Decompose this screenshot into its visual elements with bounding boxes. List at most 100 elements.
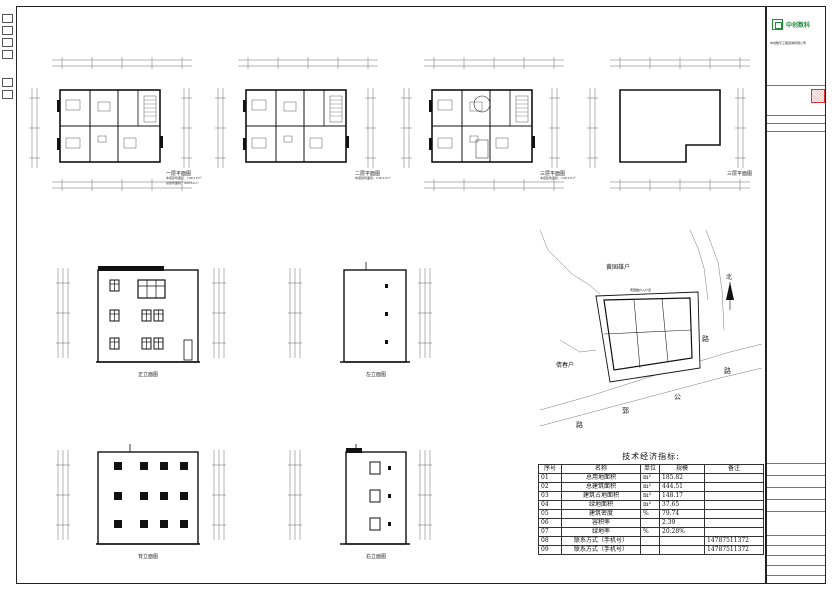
col-name: 名称 bbox=[561, 464, 641, 474]
tb-row bbox=[767, 535, 825, 545]
company-logo: 中创数科 bbox=[772, 15, 822, 37]
cell-no: 07 bbox=[538, 527, 562, 537]
col-note: 备注 bbox=[704, 464, 764, 474]
total-area: 总建筑面积：444.51m² bbox=[166, 181, 199, 185]
road-char-1: 路 bbox=[702, 335, 709, 343]
qr-stamp-icon bbox=[811, 89, 825, 103]
tb-row bbox=[767, 575, 825, 583]
cell-unit bbox=[640, 545, 660, 555]
road-char-2: 公 bbox=[674, 393, 681, 401]
cell-name: 建筑占地面积 bbox=[561, 491, 641, 501]
north-label: 北 bbox=[726, 274, 733, 281]
cell-note bbox=[704, 482, 764, 492]
cell-no: 02 bbox=[538, 482, 562, 492]
tb-row bbox=[767, 131, 825, 141]
tb-row bbox=[767, 499, 825, 511]
cell-unit bbox=[640, 536, 660, 546]
road-char-3: 郭 bbox=[622, 407, 629, 415]
cell-note: 14787511372 bbox=[704, 545, 764, 555]
first-floor-area: 本层建筑面积：148.17m² bbox=[166, 176, 202, 180]
cell-no: 05 bbox=[538, 509, 562, 519]
right-elevation-title: 右立面图 bbox=[365, 554, 387, 560]
cell-value: 148.17 bbox=[659, 491, 705, 501]
cell-unit: m² bbox=[640, 482, 660, 492]
neighbor-left: 倩春户 bbox=[556, 362, 575, 369]
cell-no: 08 bbox=[538, 536, 562, 546]
road-char-5: 路 bbox=[724, 367, 731, 375]
tb-row bbox=[767, 463, 825, 475]
tb-row bbox=[767, 555, 825, 565]
cell-note: 14787511372 bbox=[704, 536, 764, 546]
col-value: 规模 bbox=[659, 464, 705, 474]
first-floor-title: 一层平面图 bbox=[166, 171, 192, 177]
third-floor-plan bbox=[400, 56, 565, 192]
tb-row bbox=[767, 115, 825, 123]
cell-name: 建筑密度 bbox=[561, 509, 641, 519]
title-block: 中创数科 中创数字工程咨询有限公司 bbox=[766, 6, 826, 584]
second-floor-title: 二层平面图 bbox=[355, 171, 381, 177]
logo-mark-icon bbox=[772, 19, 783, 30]
tb-row bbox=[767, 487, 825, 499]
back-elevation bbox=[55, 444, 227, 545]
tb-row bbox=[767, 123, 825, 131]
cell-name: 联系方式（手机号） bbox=[561, 545, 641, 555]
cell-note bbox=[704, 473, 764, 483]
cell-name: 总建筑面积 bbox=[561, 482, 641, 492]
cell-unit bbox=[640, 518, 660, 528]
tb-row bbox=[767, 545, 825, 555]
third-floor-area: 本层建筑面积：148.17m² bbox=[540, 176, 576, 180]
tb-row bbox=[767, 565, 825, 575]
cell-value: 2.39 bbox=[659, 518, 705, 528]
cell-unit: m² bbox=[640, 473, 660, 483]
cell-note bbox=[704, 527, 764, 537]
tb-row bbox=[767, 85, 825, 115]
cell-note bbox=[704, 518, 764, 528]
roof-plan bbox=[586, 56, 751, 192]
cell-name: 总用地面积 bbox=[561, 473, 641, 483]
drawings-svg bbox=[28, 56, 763, 545]
cell-name: 联系方式（手机号） bbox=[561, 536, 641, 546]
cell-name: 绿地率 bbox=[561, 527, 641, 537]
right-elevation bbox=[287, 444, 433, 545]
cell-note bbox=[704, 491, 764, 501]
cell-name: 绿地面积 bbox=[561, 500, 641, 510]
cell-value: 20.28% bbox=[659, 527, 705, 537]
cell-value bbox=[659, 536, 705, 546]
cell-value: 79.74 bbox=[659, 509, 705, 519]
cell-no: 06 bbox=[538, 518, 562, 528]
cell-note bbox=[704, 509, 764, 519]
economic-title: 技术经济指标: bbox=[622, 452, 680, 461]
front-elevation bbox=[55, 266, 227, 363]
cell-unit: % bbox=[640, 527, 660, 537]
road-char-4: 路 bbox=[576, 421, 583, 429]
back-elevation-title: 背立面图 bbox=[137, 554, 159, 560]
left-elevation bbox=[287, 262, 433, 363]
second-floor-area: 本层建筑面积：148.17m² bbox=[355, 176, 391, 180]
cell-no: 04 bbox=[538, 500, 562, 510]
cell-value bbox=[659, 545, 705, 555]
drawing-frame bbox=[16, 6, 766, 584]
tb-row bbox=[767, 511, 825, 535]
cell-value: 37.65 bbox=[659, 500, 705, 510]
cell-no: 01 bbox=[538, 473, 562, 483]
tb-row bbox=[767, 475, 825, 487]
site-plan bbox=[539, 229, 763, 427]
left-elevation-title: 左立面图 bbox=[365, 372, 387, 378]
roof-plan-title: 三层平面图 bbox=[727, 171, 753, 177]
cell-unit: % bbox=[640, 509, 660, 519]
cell-name: 容积率 bbox=[561, 518, 641, 528]
neighbor-top: 黄国雄户 bbox=[606, 264, 631, 271]
company-name: 中创数科 bbox=[786, 22, 811, 29]
cell-unit: m² bbox=[640, 491, 660, 501]
col-unit: 单位 bbox=[640, 464, 660, 474]
